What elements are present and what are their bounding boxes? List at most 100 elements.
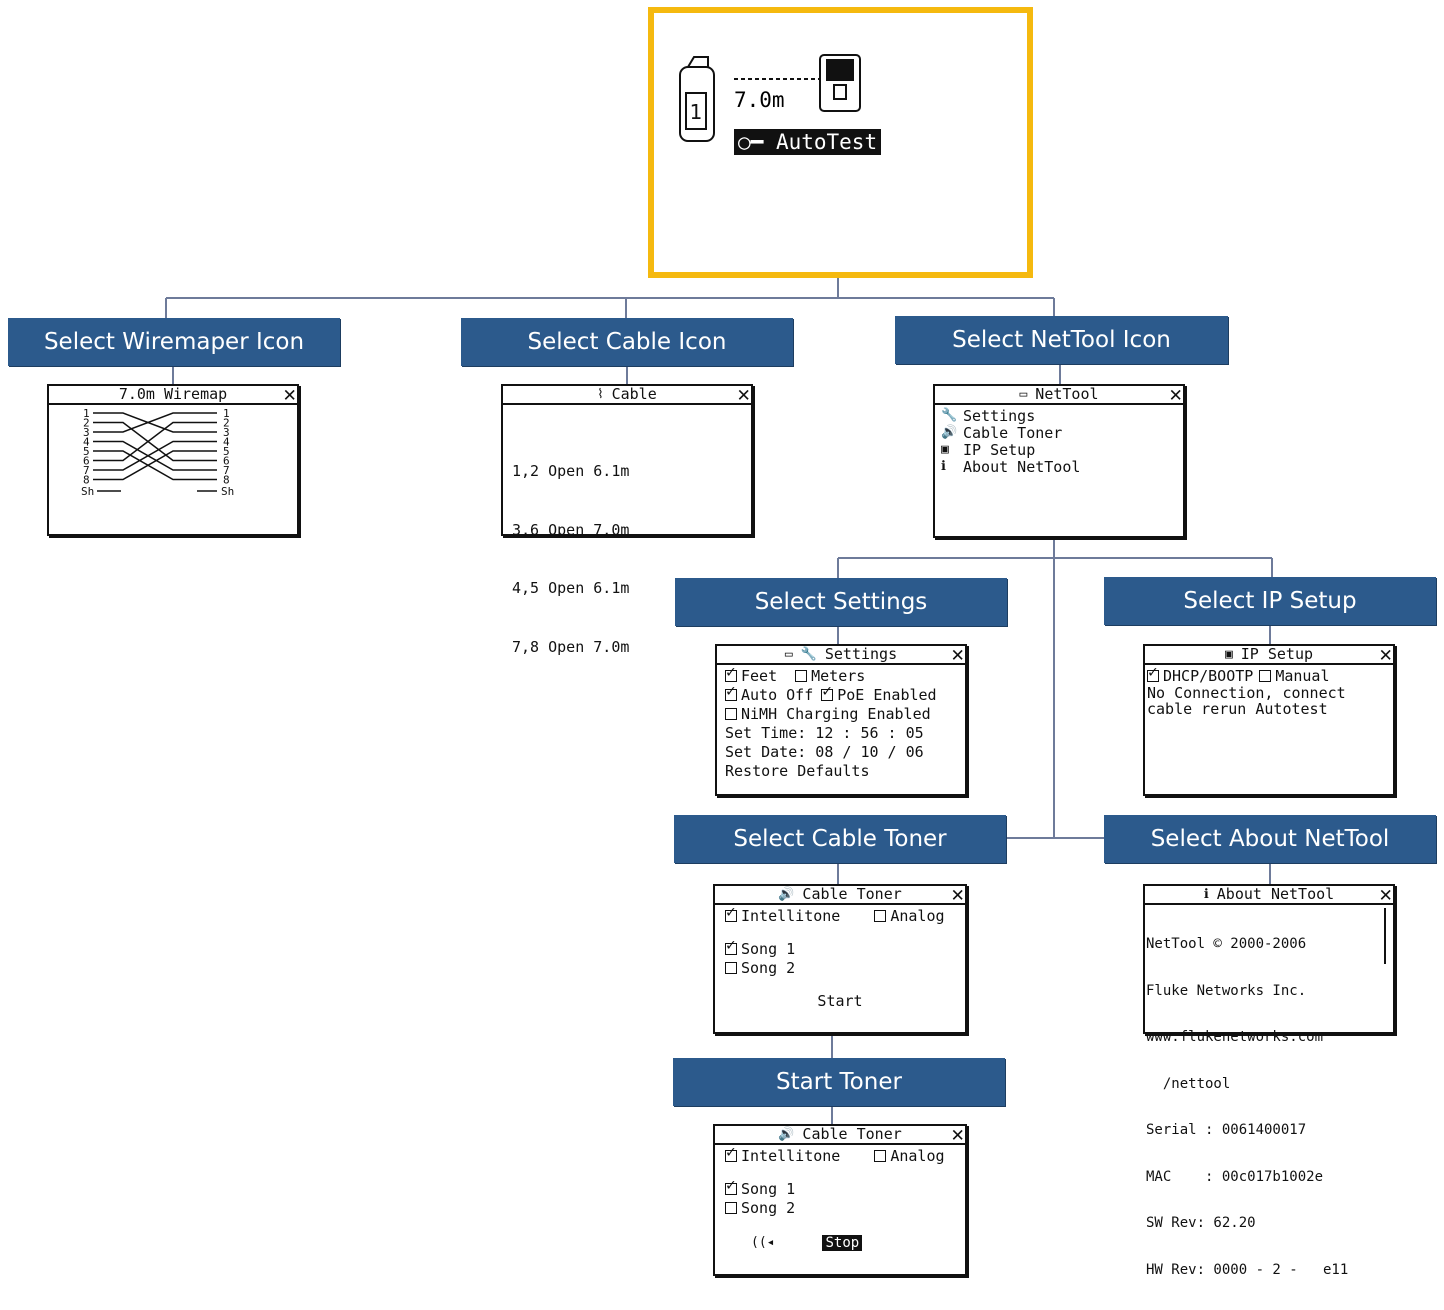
menu-item-cable-toner[interactable]: 🔊 Cable Toner [941, 423, 1177, 442]
about-title: About NetTool [1216, 885, 1335, 903]
about-line: MAC : 00c017b1002e [1146, 1168, 1324, 1185]
close-icon[interactable]: ✕ [1379, 642, 1392, 666]
song2-checkbox[interactable] [725, 1201, 737, 1214]
close-icon[interactable]: ✕ [951, 642, 964, 666]
intellitone-checkbox[interactable] [725, 1142, 737, 1162]
stop-button[interactable]: Stop [822, 1234, 863, 1251]
about-nettool-screen: ℹ About NetTool ✕ NetTool © 2000-2006 Fl… [1143, 882, 1395, 1277]
close-icon[interactable]: ✕ [951, 1122, 964, 1146]
cable-title: Cable [611, 385, 657, 403]
song2-checkbox[interactable] [725, 961, 737, 974]
song1-label: Song 1 [741, 939, 796, 958]
nimh-label: NiMH Charging Enabled [741, 704, 931, 723]
wrench-icon: 🔧 [941, 408, 958, 423]
pin-label-left: 3 [83, 426, 90, 439]
meters-checkbox[interactable] [795, 669, 808, 682]
analog-checkbox[interactable] [874, 1149, 887, 1162]
close-icon[interactable]: ✕ [737, 382, 750, 406]
tone-type-row: Intellitone Analog [725, 1142, 955, 1165]
ip-setup-titlebar: ▣ IP Setup ✕ [1145, 642, 1393, 666]
song1-row: Song 1 [725, 935, 955, 958]
label-select-wiremaper: Select Wiremaper Icon [8, 318, 340, 366]
about-line: Serial : 0061400017 [1146, 1122, 1307, 1138]
intellitone-label: Intellitone [741, 1146, 841, 1165]
settings-title: Settings [824, 645, 898, 663]
pin-label-left: 7 [83, 464, 90, 477]
wire-line [93, 450, 217, 481]
menu-item-settings[interactable]: 🔧Settings [941, 407, 1177, 425]
song1-label: Song 1 [741, 1179, 796, 1198]
pin-label-right: 4 [223, 436, 230, 449]
pin-label-right: 1 [223, 407, 230, 420]
wiremap-title: 7.0m Wiremap [118, 385, 228, 403]
feet-label: Feet [741, 666, 778, 685]
pin-label-right: 3 [223, 426, 230, 439]
nettool-small-icon: ▭ [1019, 387, 1028, 402]
poe-label: PoE Enabled [837, 685, 937, 704]
auto-off-label: Auto Off [741, 685, 814, 704]
pin-label-left: 4 [83, 436, 90, 449]
toner-controls: ((◂ Stop [725, 1233, 955, 1252]
analog-label: Analog [890, 906, 945, 925]
close-icon[interactable]: ✕ [951, 882, 964, 906]
restore-defaults[interactable]: Restore Defaults [725, 761, 870, 780]
ip-setup-title: IP Setup [1240, 645, 1314, 663]
song1-checkbox[interactable] [725, 1175, 737, 1195]
menu-item-label: IP Setup [963, 440, 1036, 459]
nimh-checkbox[interactable] [725, 707, 737, 720]
label-select-nettool: Select NetTool Icon [895, 316, 1228, 364]
shield-label-left: Sh [81, 485, 94, 498]
analog-label: Analog [890, 1146, 945, 1165]
song2-label: Song 2 [741, 1198, 796, 1217]
settings-screen: ▭ 🔧 Settings ✕ Feet Meters Auto Off PoE … [715, 642, 967, 796]
wiremapper-icon[interactable]: 1 [678, 53, 718, 145]
pin-label-left: 6 [83, 455, 90, 468]
wire-line [93, 421, 217, 462]
menu-item-ip-setup[interactable]: ▣IP Setup [941, 440, 1177, 459]
nettool-icon[interactable] [818, 53, 862, 113]
cable-toner-title: Cable Toner [802, 1125, 902, 1143]
close-icon[interactable]: ✕ [283, 382, 296, 406]
start-button[interactable]: Start [817, 991, 863, 1010]
song2-label: Song 2 [741, 958, 796, 977]
close-icon[interactable]: ✕ [1379, 882, 1392, 906]
wrench-icon: 🔧 [800, 647, 817, 662]
ip-message-line: cable rerun Autotest [1147, 700, 1328, 718]
label-start-toner: Start Toner [673, 1058, 1005, 1106]
intellitone-checkbox[interactable] [725, 902, 737, 922]
key-icon: ○━ [738, 130, 764, 154]
close-icon[interactable]: ✕ [1169, 382, 1182, 406]
auto-off-checkbox[interactable] [725, 681, 737, 701]
song1-checkbox[interactable] [725, 935, 737, 955]
set-time[interactable]: Set Time: 12 : 56 : 05 [725, 723, 924, 742]
cable-result-line: 4,5 Open 6.1m [512, 579, 630, 597]
speaker-icon: 🔊 [778, 887, 795, 902]
song2-row: Song 2 [725, 958, 955, 977]
poe-checkbox[interactable] [821, 681, 834, 701]
nettool-titlebar: ▭ NetTool ✕ [935, 382, 1183, 406]
pin-label-right: 2 [223, 417, 230, 430]
dhcp-checkbox[interactable] [1147, 662, 1159, 682]
set-date[interactable]: Set Date: 08 / 10 / 06 [725, 742, 924, 761]
info-icon: ℹ [1203, 887, 1209, 902]
scrollbar[interactable] [1384, 908, 1389, 964]
ip-message-line: No Connection, connect [1147, 684, 1346, 702]
pin-label-right: 8 [223, 474, 230, 487]
power-row: Auto Off PoE Enabled [725, 681, 957, 704]
intellitone-label: Intellitone [741, 906, 841, 925]
wire-line [93, 440, 217, 471]
manual-checkbox[interactable] [1259, 669, 1272, 682]
network-icon: ▣ [1224, 647, 1233, 662]
pin-label-right: 6 [223, 455, 230, 468]
song2-row: Song 2 [725, 1198, 955, 1217]
menu-item-label: Cable Toner [963, 423, 1063, 442]
cable-icon[interactable] [732, 71, 822, 87]
analog-checkbox[interactable] [874, 909, 887, 922]
ip-setup-screen: ▣ IP Setup ✕ DHCP/BOOTP Manual No Connec… [1143, 642, 1395, 796]
speaker-icon: 🔊 [778, 1127, 795, 1142]
speaker-icon: 🔊 [941, 425, 958, 440]
pin-label-left: 2 [83, 417, 90, 430]
